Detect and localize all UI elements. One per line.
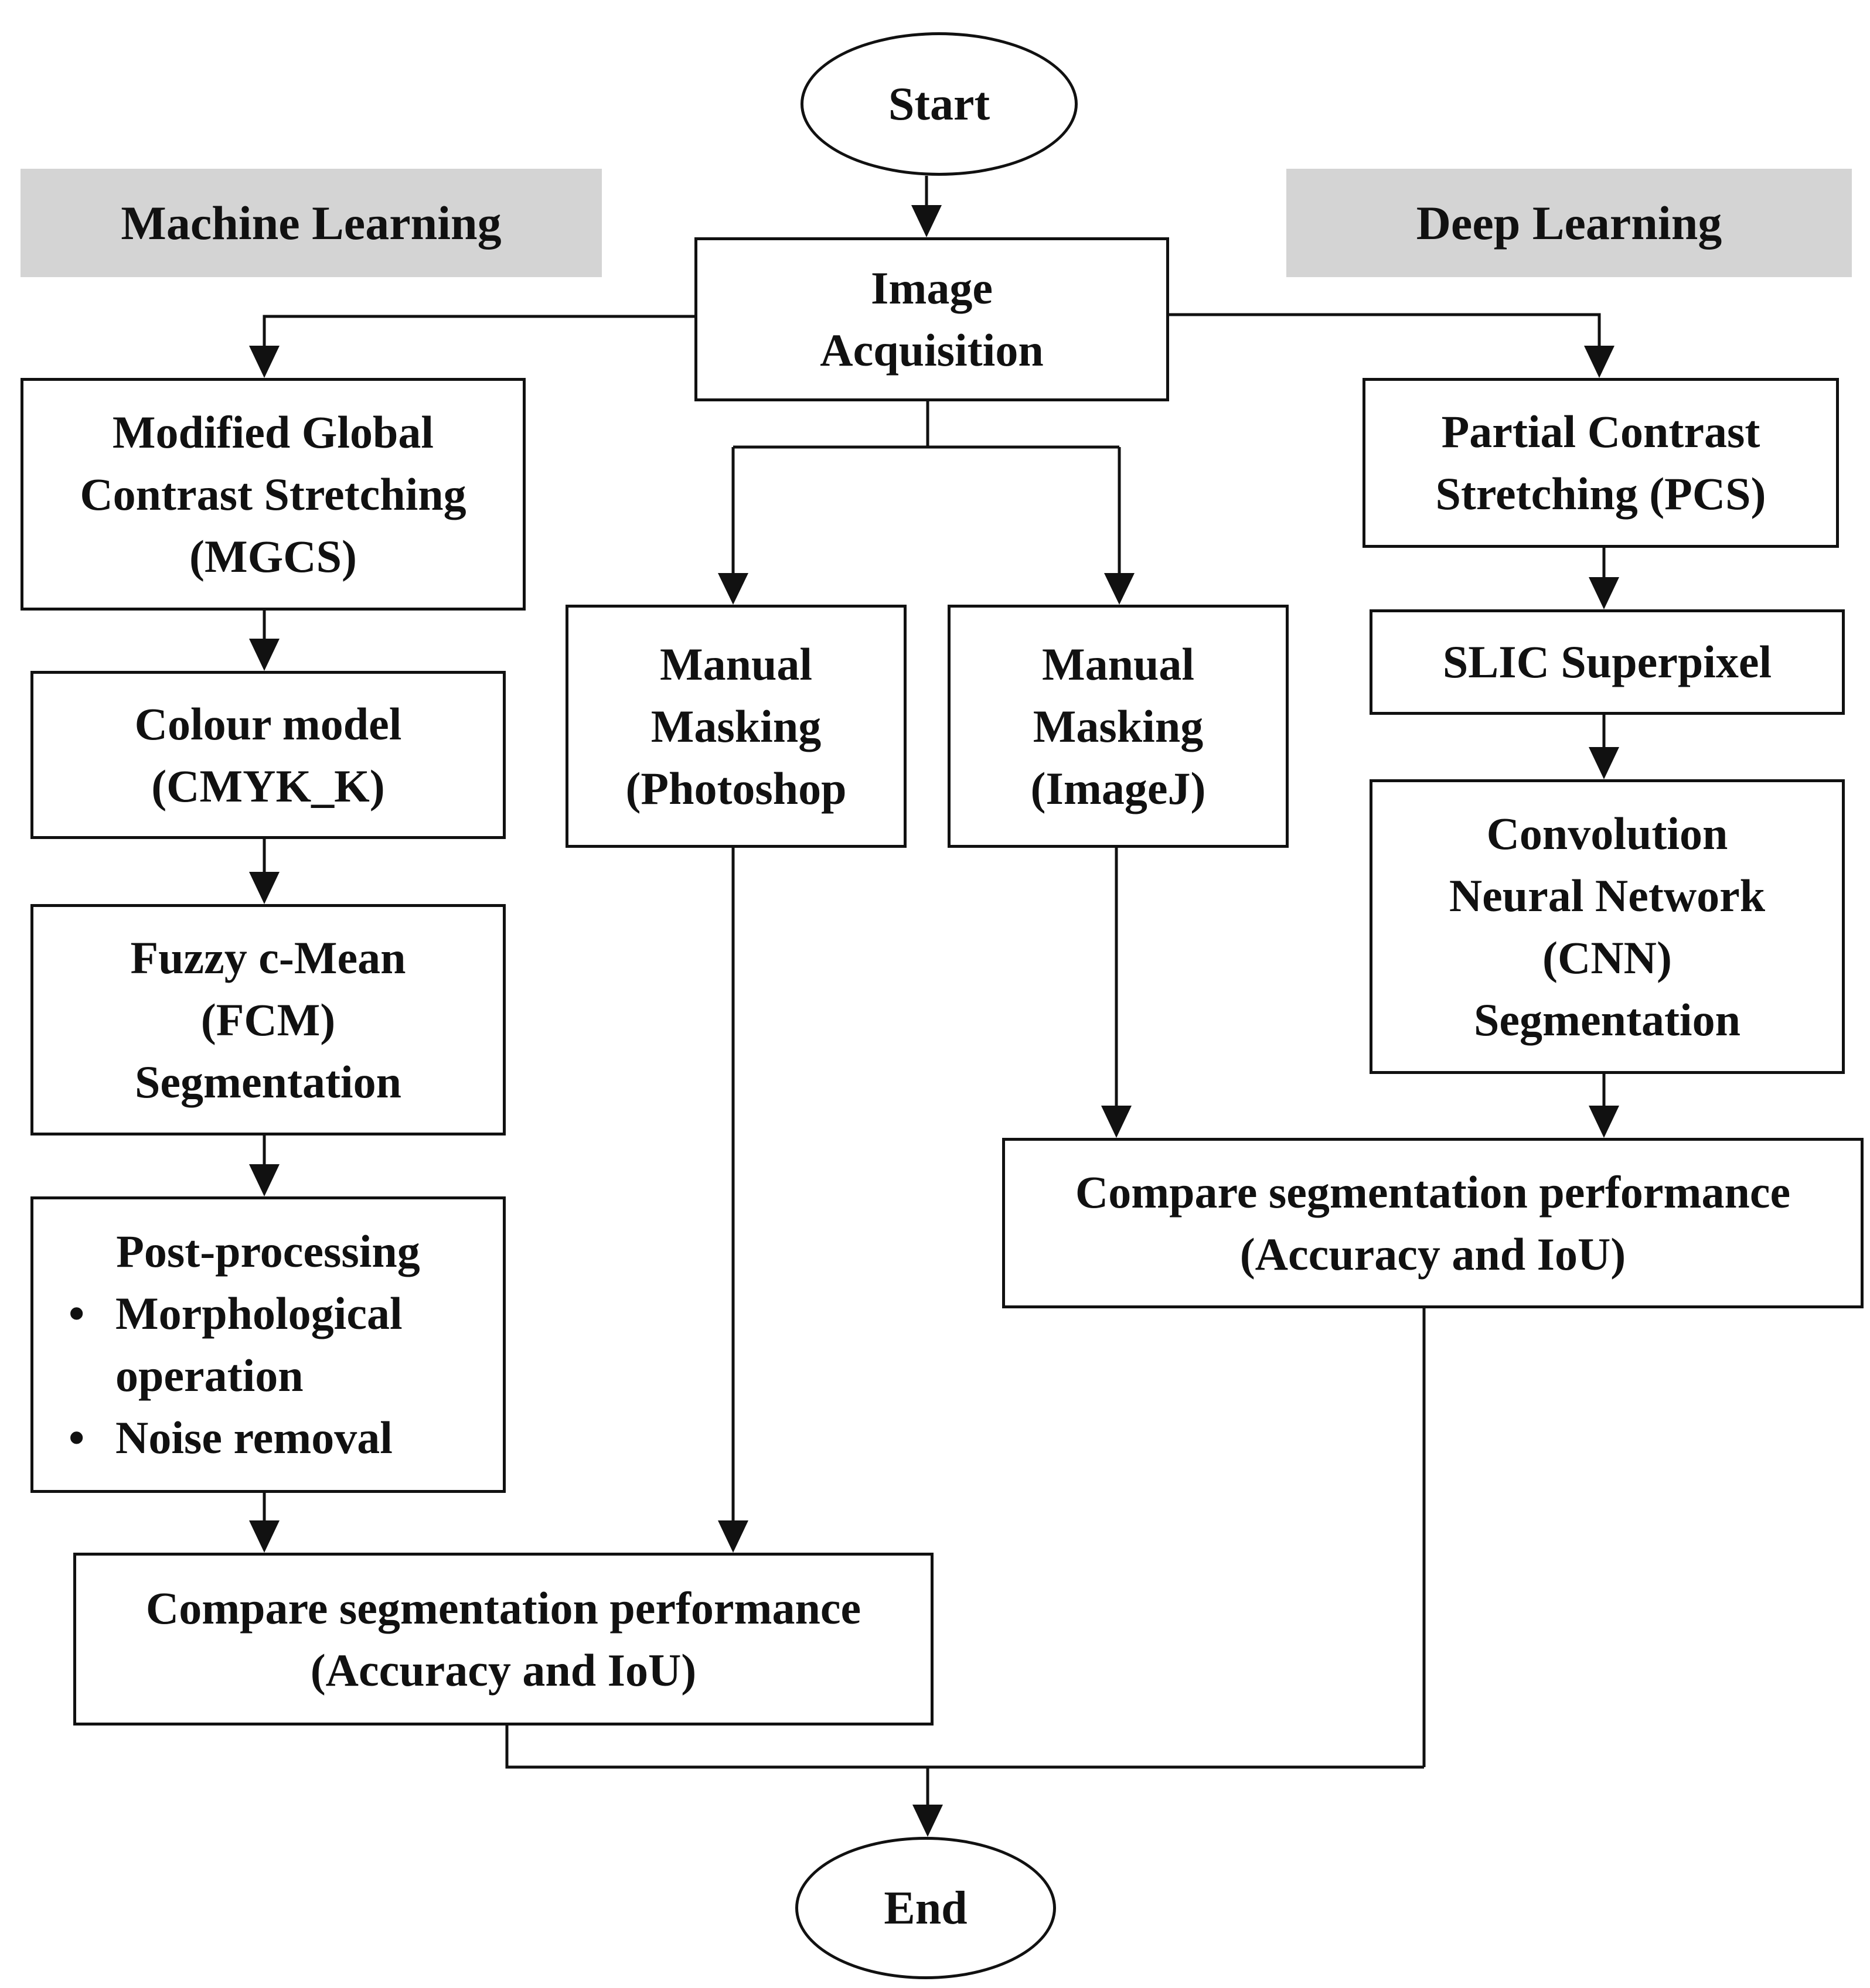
bullet-text: Noise removal	[115, 1412, 393, 1463]
slic-box: SLIC Superpixel	[1370, 609, 1845, 715]
edge-compare-ml-to-end	[505, 1726, 1424, 1769]
group-label-deep-learning: Deep Learning	[1286, 169, 1852, 277]
post-processing-bullet: Morphological operation	[69, 1283, 444, 1407]
edge-acquisition-to-pcs	[1168, 313, 1601, 346]
arrowhead	[718, 573, 748, 605]
post-processing-bullet: Noise removal	[69, 1407, 444, 1469]
arrowhead	[912, 1805, 943, 1837]
image-acquisition-box: Image Acquisition	[694, 237, 1169, 401]
arrowhead	[1589, 577, 1619, 609]
node-label-line: (CNN)	[1542, 932, 1672, 983]
post-processing-title: Post-processing	[116, 1226, 420, 1277]
node-label-line: Manual	[659, 638, 813, 690]
node-label-line: Modified Global	[112, 406, 434, 458]
node-label-line: Neural Network	[1449, 869, 1766, 921]
node-label-line: Fuzzy c-Mean	[130, 932, 406, 983]
compare-dl-box: Compare segmentation performance (Accura…	[1002, 1138, 1864, 1308]
edge-acquisition-to-mgcs	[263, 315, 694, 346]
node-label-line: Acquisition	[820, 325, 1044, 376]
node-label-line: (FCM)	[200, 994, 336, 1045]
start-node: Start	[801, 32, 1078, 176]
arrowhead	[1589, 747, 1619, 779]
node-label-line: Masking	[650, 700, 822, 752]
arrowhead	[1104, 573, 1135, 605]
end-node: End	[795, 1837, 1056, 1979]
node-label-line: Stretching (PCS)	[1435, 468, 1766, 519]
node-label-line: Segmentation	[1474, 994, 1740, 1045]
node-label-line: Segmentation	[135, 1056, 401, 1107]
colour-model-box: Colour model (CMYK_K)	[30, 671, 506, 839]
arrowhead	[249, 346, 280, 378]
node-label-line: Compare segmentation performance	[145, 1582, 861, 1634]
arrowhead	[718, 1520, 748, 1553]
arrowhead	[911, 205, 942, 237]
arrowhead	[1101, 1106, 1132, 1138]
start-label: Start	[888, 78, 990, 130]
end-label: End	[884, 1882, 968, 1934]
node-label-line: (Accuracy and IoU)	[1239, 1228, 1626, 1280]
node-label-line: (ImageJ)	[1030, 762, 1206, 814]
arrowhead	[249, 1164, 280, 1196]
node-label-line: (MGCS)	[189, 530, 357, 582]
post-processing-box: Post-processing Morphological operation …	[30, 1196, 506, 1493]
mgcs-box: Modified Global Contrast Stretching (MGC…	[21, 378, 526, 611]
node-label-line: Masking	[1033, 700, 1204, 752]
node-label-line: Contrast Stretching	[80, 468, 466, 520]
node-label-line: SLIC Superpixel	[1442, 636, 1772, 687]
masking-imagej-box: Manual Masking (ImageJ)	[948, 605, 1289, 848]
arrowhead	[1584, 346, 1614, 378]
arrowhead	[249, 872, 280, 904]
node-label-line: (Photoshop	[625, 762, 847, 814]
compare-ml-box: Compare segmentation performance (Accura…	[73, 1553, 934, 1726]
edge-acquisition-split	[733, 401, 1119, 449]
bullet-text: Morphological operation	[115, 1288, 403, 1401]
node-label-line: Convolution	[1486, 807, 1728, 859]
group-label-machine-learning: Machine Learning	[21, 169, 602, 277]
node-label-line: (CMYK_K)	[151, 760, 385, 811]
post-processing-list: Morphological operation Noise removal	[33, 1283, 444, 1469]
fcm-box: Fuzzy c-Mean (FCM) Segmentation	[30, 904, 506, 1135]
masking-photoshop-box: Manual Masking (Photoshop	[566, 605, 907, 848]
arrowhead	[249, 1520, 280, 1553]
node-label-line: Compare segmentation performance	[1075, 1166, 1791, 1218]
node-label-line: (Accuracy and IoU)	[310, 1644, 697, 1696]
cnn-box: Convolution Neural Network (CNN) Segment…	[1370, 779, 1845, 1074]
node-label-line: Colour model	[134, 698, 402, 749]
arrowhead	[1589, 1106, 1619, 1138]
pcs-box: Partial Contrast Stretching (PCS)	[1363, 378, 1839, 548]
node-label-line: Manual	[1041, 638, 1195, 690]
node-label-line: Partial Contrast	[1441, 406, 1760, 457]
arrowhead	[249, 639, 280, 671]
node-label-line: Image	[871, 262, 993, 313]
